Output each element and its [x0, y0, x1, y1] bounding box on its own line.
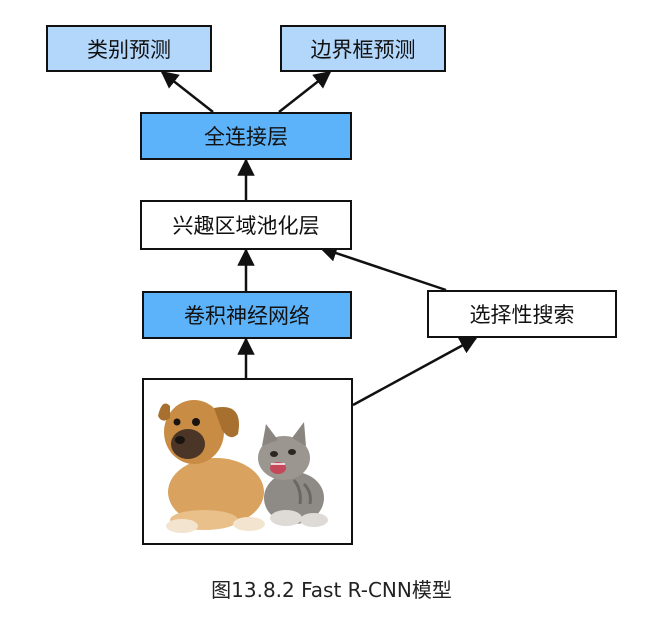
roi-pooling-label: 兴趣区域池化层 — [172, 214, 320, 238]
puppy-and-kitten-illustration — [158, 400, 328, 533]
fully-connected-box: 全连接层 — [140, 112, 352, 160]
bbox-prediction-box: 边界框预测 — [280, 25, 446, 72]
selective-search-label: 选择性搜索 — [469, 303, 575, 327]
input-photo — [142, 378, 353, 545]
arrow-search-to-roi — [319, 244, 447, 292]
cnn-box: 卷积神经网络 — [142, 291, 352, 339]
roi-pooling-box: 兴趣区域池化层 — [140, 200, 352, 250]
arrow-fc-to-class — [160, 70, 214, 113]
bbox-prediction-label: 边界框预测 — [310, 37, 416, 62]
cnn-label: 卷积神经网络 — [184, 304, 310, 328]
figure-caption: 图13.8.2 Fast R-CNN模型 — [211, 578, 452, 602]
class-prediction-label: 类别预测 — [87, 37, 171, 62]
selective-search-box: 选择性搜索 — [427, 290, 617, 338]
arrow-photo-to-search — [352, 336, 478, 407]
arrow-fc-to-bbox — [278, 70, 332, 113]
class-prediction-box: 类别预测 — [46, 25, 212, 72]
fully-connected-label: 全连接层 — [204, 125, 288, 149]
